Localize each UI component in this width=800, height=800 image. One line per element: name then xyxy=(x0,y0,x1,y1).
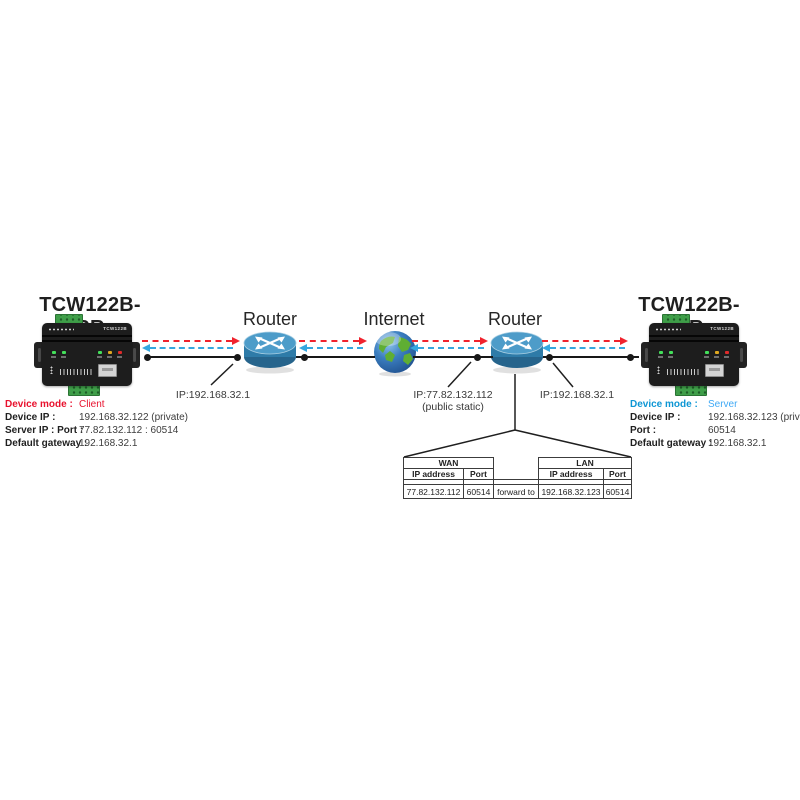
device-front-label: TCW122B xyxy=(103,326,127,331)
router-left-icon xyxy=(243,331,297,374)
arrowhead-right-icon xyxy=(480,336,488,345)
physical-link-line xyxy=(543,356,639,359)
device-front-label: TCW122B xyxy=(710,326,734,331)
info-value: Client xyxy=(79,399,105,410)
info-value: 192.168.32.1 xyxy=(708,438,767,449)
left-device-info: Device mode : Client Device IP : 192.168… xyxy=(5,398,188,450)
device-body: TCW122B xyxy=(42,323,132,386)
wan-ip-text: IP:77.82.132.112 xyxy=(413,389,493,401)
info-label: Device IP : xyxy=(5,412,56,423)
info-label: Default gateway : xyxy=(5,438,88,449)
wan-port-header-cell: Port xyxy=(463,468,494,480)
lan-ip-callout-right: IP:192.168.32.1 xyxy=(539,389,615,401)
tcp-back-arrow xyxy=(150,347,233,349)
relay-led-icon xyxy=(52,351,56,354)
tcp-back-arrow xyxy=(550,347,625,349)
ethernet-port-icon xyxy=(705,364,724,377)
router-right-icon xyxy=(490,331,544,374)
router-right-label: Router xyxy=(487,309,543,329)
link-endpoint-dot xyxy=(474,353,481,361)
info-value: Server xyxy=(708,399,738,410)
info-label: Device mode : xyxy=(630,399,698,410)
info-value: 192.168.32.1 xyxy=(79,438,138,449)
tcp-back-arrow xyxy=(307,347,363,349)
arrowhead-left-icon xyxy=(542,343,550,352)
mounting-ear-icon xyxy=(736,342,747,368)
wan-header-cell: WAN xyxy=(403,457,494,469)
mounting-ear-icon xyxy=(34,342,45,368)
device-body: TCW122B xyxy=(649,323,739,386)
wan-port-value-cell: 60514 xyxy=(463,484,494,499)
ethernet-port-icon xyxy=(98,364,117,377)
link-endpoint-dot xyxy=(546,353,553,361)
lan-ip-header-cell: IP address xyxy=(538,468,604,480)
terminal-markings-icon xyxy=(60,369,94,375)
tcp-out-arrow xyxy=(142,340,232,342)
status-led-icon xyxy=(98,351,102,354)
port-forwarding-table: WAN LAN IP address Port IP address Port … xyxy=(403,457,633,499)
arrowhead-right-icon xyxy=(232,336,240,345)
info-label: Server IP : Port : xyxy=(5,425,84,436)
relay-led-icon xyxy=(659,351,663,354)
terminal-markings-icon xyxy=(667,369,701,375)
forward-to-cell: forward to xyxy=(493,484,539,499)
arrowhead-right-icon xyxy=(359,336,367,345)
tcp-out-arrow xyxy=(299,340,359,342)
reset-icon xyxy=(50,366,53,374)
wan-ip-callout: IP:77.82.132.112 (public static) xyxy=(403,389,503,413)
wan-ip-header-cell: IP address xyxy=(403,468,464,480)
info-value: 192.168.32.122 (private) xyxy=(79,412,188,423)
info-label: Device mode : xyxy=(5,399,73,410)
info-label: Port : xyxy=(630,425,657,436)
spacer-cell xyxy=(494,458,539,469)
info-label: Device IP : xyxy=(630,412,681,423)
mounting-ear-icon xyxy=(129,342,140,368)
tcp-out-arrow xyxy=(542,340,620,342)
physical-link-line xyxy=(296,356,375,359)
internet-globe-icon xyxy=(374,331,416,377)
link-endpoint-dot xyxy=(301,353,308,361)
reset-icon xyxy=(657,366,660,374)
physical-link-line xyxy=(146,356,240,359)
info-value: 60514 xyxy=(708,425,736,436)
internet-label: Internet xyxy=(363,309,425,329)
wan-ip-note: (public static) xyxy=(422,401,484,413)
status-led-icon xyxy=(715,351,719,354)
left-device-image: TCW122B xyxy=(34,314,140,396)
status-led-icon xyxy=(725,351,729,354)
tcp-out-arrow xyxy=(412,340,480,342)
dip-markings-icon xyxy=(655,328,681,331)
status-led-icon xyxy=(118,351,122,354)
router-left-label: Router xyxy=(242,309,298,329)
lan-port-value-cell: 60514 xyxy=(602,484,633,499)
physical-link-line xyxy=(413,356,493,359)
info-value: 192.168.32.123 (private) xyxy=(708,412,800,423)
lan-port-header-cell: Port xyxy=(602,468,633,480)
status-led-icon xyxy=(108,351,112,354)
arrowhead-left-icon xyxy=(142,343,150,352)
arrowhead-left-icon xyxy=(299,343,307,352)
link-endpoint-dot xyxy=(627,353,634,361)
right-device-info: Device mode : Server Device IP : 192.168… xyxy=(630,398,800,450)
lan-ip-value-cell: 192.168.32.123 xyxy=(538,484,604,499)
right-device-image: TCW122B xyxy=(641,314,747,396)
tcp-back-arrow xyxy=(418,347,484,349)
relay-led-icon xyxy=(62,351,66,354)
lan-header-cell: LAN xyxy=(537,457,633,469)
wan-ip-value-cell: 77.82.132.112 xyxy=(403,484,464,499)
lan-ip-callout-left: IP:192.168.32.1 xyxy=(175,389,251,401)
status-led-icon xyxy=(705,351,709,354)
relay-led-icon xyxy=(669,351,673,354)
info-value: 77.82.132.112 : 60514 xyxy=(79,425,179,436)
link-endpoint-dot xyxy=(234,353,241,361)
arrowhead-left-icon xyxy=(410,343,418,352)
dip-markings-icon xyxy=(48,328,74,331)
arrowhead-right-icon xyxy=(620,336,628,345)
spacer-cell xyxy=(494,469,539,480)
info-label: Default gateway : xyxy=(630,438,713,449)
link-endpoint-dot xyxy=(144,353,151,361)
mounting-ear-icon xyxy=(641,342,652,368)
